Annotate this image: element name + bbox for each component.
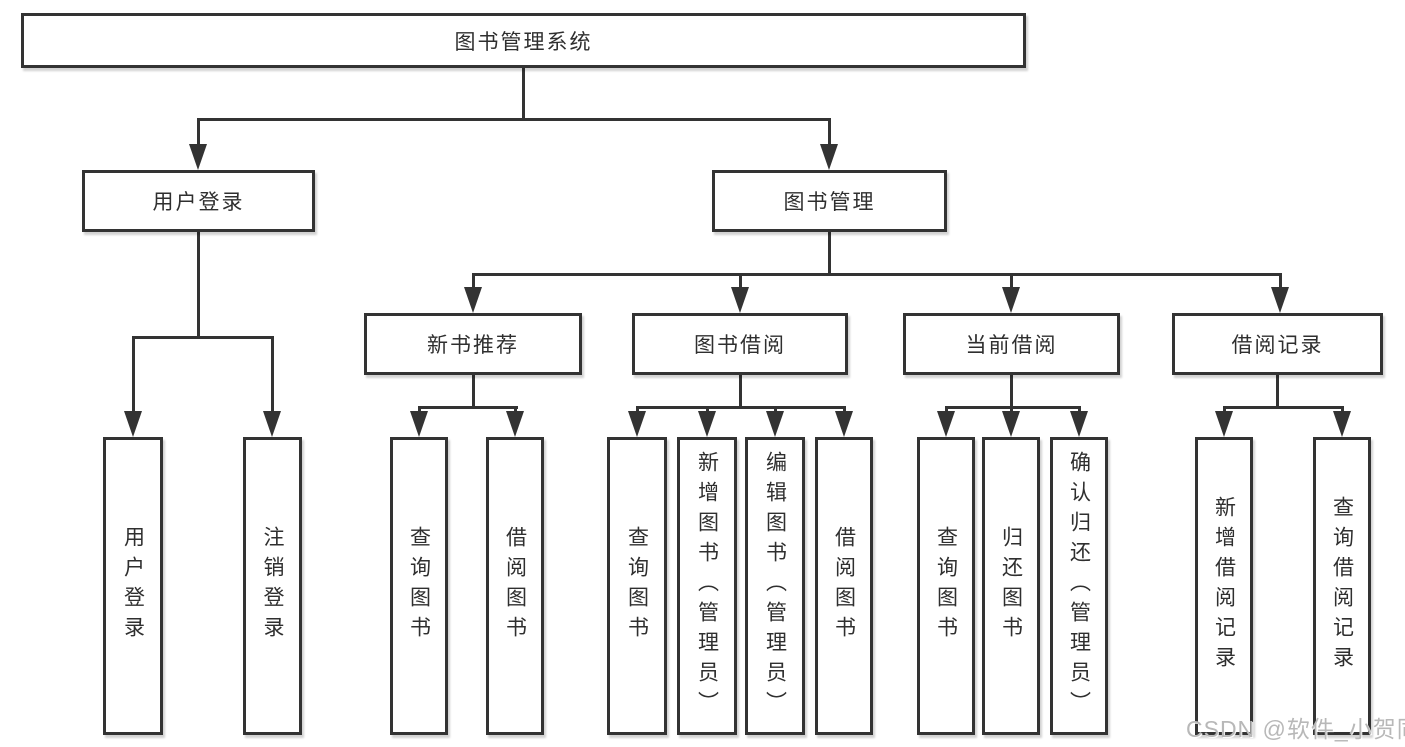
connector-hline bbox=[945, 406, 1081, 409]
arrow-down bbox=[628, 406, 646, 437]
leaf-add-borrow-record: 新增借阅记录 bbox=[1195, 437, 1253, 735]
arrow-down bbox=[937, 406, 955, 437]
leaf-query-books-recommend: 查询图书 bbox=[390, 437, 448, 735]
node-user-login: 用户登录 bbox=[82, 170, 315, 232]
arrow-down bbox=[1070, 406, 1088, 437]
leaf-borrow-books: 借阅图书 bbox=[815, 437, 873, 735]
connector-vline bbox=[197, 232, 200, 336]
connector-hline bbox=[1223, 406, 1344, 409]
arrow-down bbox=[731, 273, 749, 313]
arrow-down bbox=[835, 406, 853, 437]
connector-vline bbox=[1010, 375, 1013, 406]
connector-vline bbox=[828, 232, 831, 273]
connector-vline bbox=[522, 68, 525, 118]
arrow-down bbox=[189, 118, 207, 170]
watermark: CSDN @软件_小贺同学 bbox=[1186, 716, 1405, 742]
arrow-down bbox=[464, 273, 482, 313]
leaf-edit-books-admin: 编辑图书（管理员） bbox=[745, 437, 805, 735]
arrow-down bbox=[263, 336, 281, 437]
connector-hline bbox=[636, 406, 846, 409]
arrow-down bbox=[124, 336, 142, 437]
node-borrow-records: 借阅记录 bbox=[1172, 313, 1383, 375]
leaf-return-books: 归还图书 bbox=[982, 437, 1040, 735]
connector-hline bbox=[418, 406, 518, 409]
arrow-down bbox=[1002, 406, 1020, 437]
arrow-down bbox=[1002, 273, 1020, 313]
node-book-management: 图书管理 bbox=[712, 170, 947, 232]
arrow-down bbox=[820, 118, 838, 170]
arrow-down bbox=[1271, 273, 1289, 313]
arrow-down bbox=[766, 406, 784, 437]
connector-vline bbox=[472, 375, 475, 406]
node-current-borrow: 当前借阅 bbox=[903, 313, 1120, 375]
arrow-down bbox=[1333, 406, 1351, 437]
arrow-down bbox=[506, 406, 524, 437]
connector-hline bbox=[132, 336, 274, 339]
leaf-query-borrow-record: 查询借阅记录 bbox=[1313, 437, 1371, 735]
leaf-borrow-books-recommend: 借阅图书 bbox=[486, 437, 544, 735]
arrow-down bbox=[1215, 406, 1233, 437]
leaf-query-books-borrow: 查询图书 bbox=[607, 437, 667, 735]
leaf-add-books-admin: 新增图书（管理员） bbox=[677, 437, 737, 735]
node-book-borrow: 图书借阅 bbox=[632, 313, 848, 375]
connector-hline bbox=[197, 118, 831, 121]
node-library-system: 图书管理系统 bbox=[21, 13, 1026, 68]
leaf-query-books-current: 查询图书 bbox=[917, 437, 975, 735]
arrow-down bbox=[410, 406, 428, 437]
leaf-user-login: 用户登录 bbox=[103, 437, 163, 735]
connector-vline bbox=[1276, 375, 1279, 406]
node-new-book-recommend: 新书推荐 bbox=[364, 313, 582, 375]
leaf-logout: 注销登录 bbox=[243, 437, 302, 735]
arrow-down bbox=[698, 406, 716, 437]
connector-vline bbox=[739, 375, 742, 406]
connector-hline bbox=[472, 273, 1282, 276]
leaf-confirm-return-admin: 确认归还（管理员） bbox=[1050, 437, 1108, 735]
